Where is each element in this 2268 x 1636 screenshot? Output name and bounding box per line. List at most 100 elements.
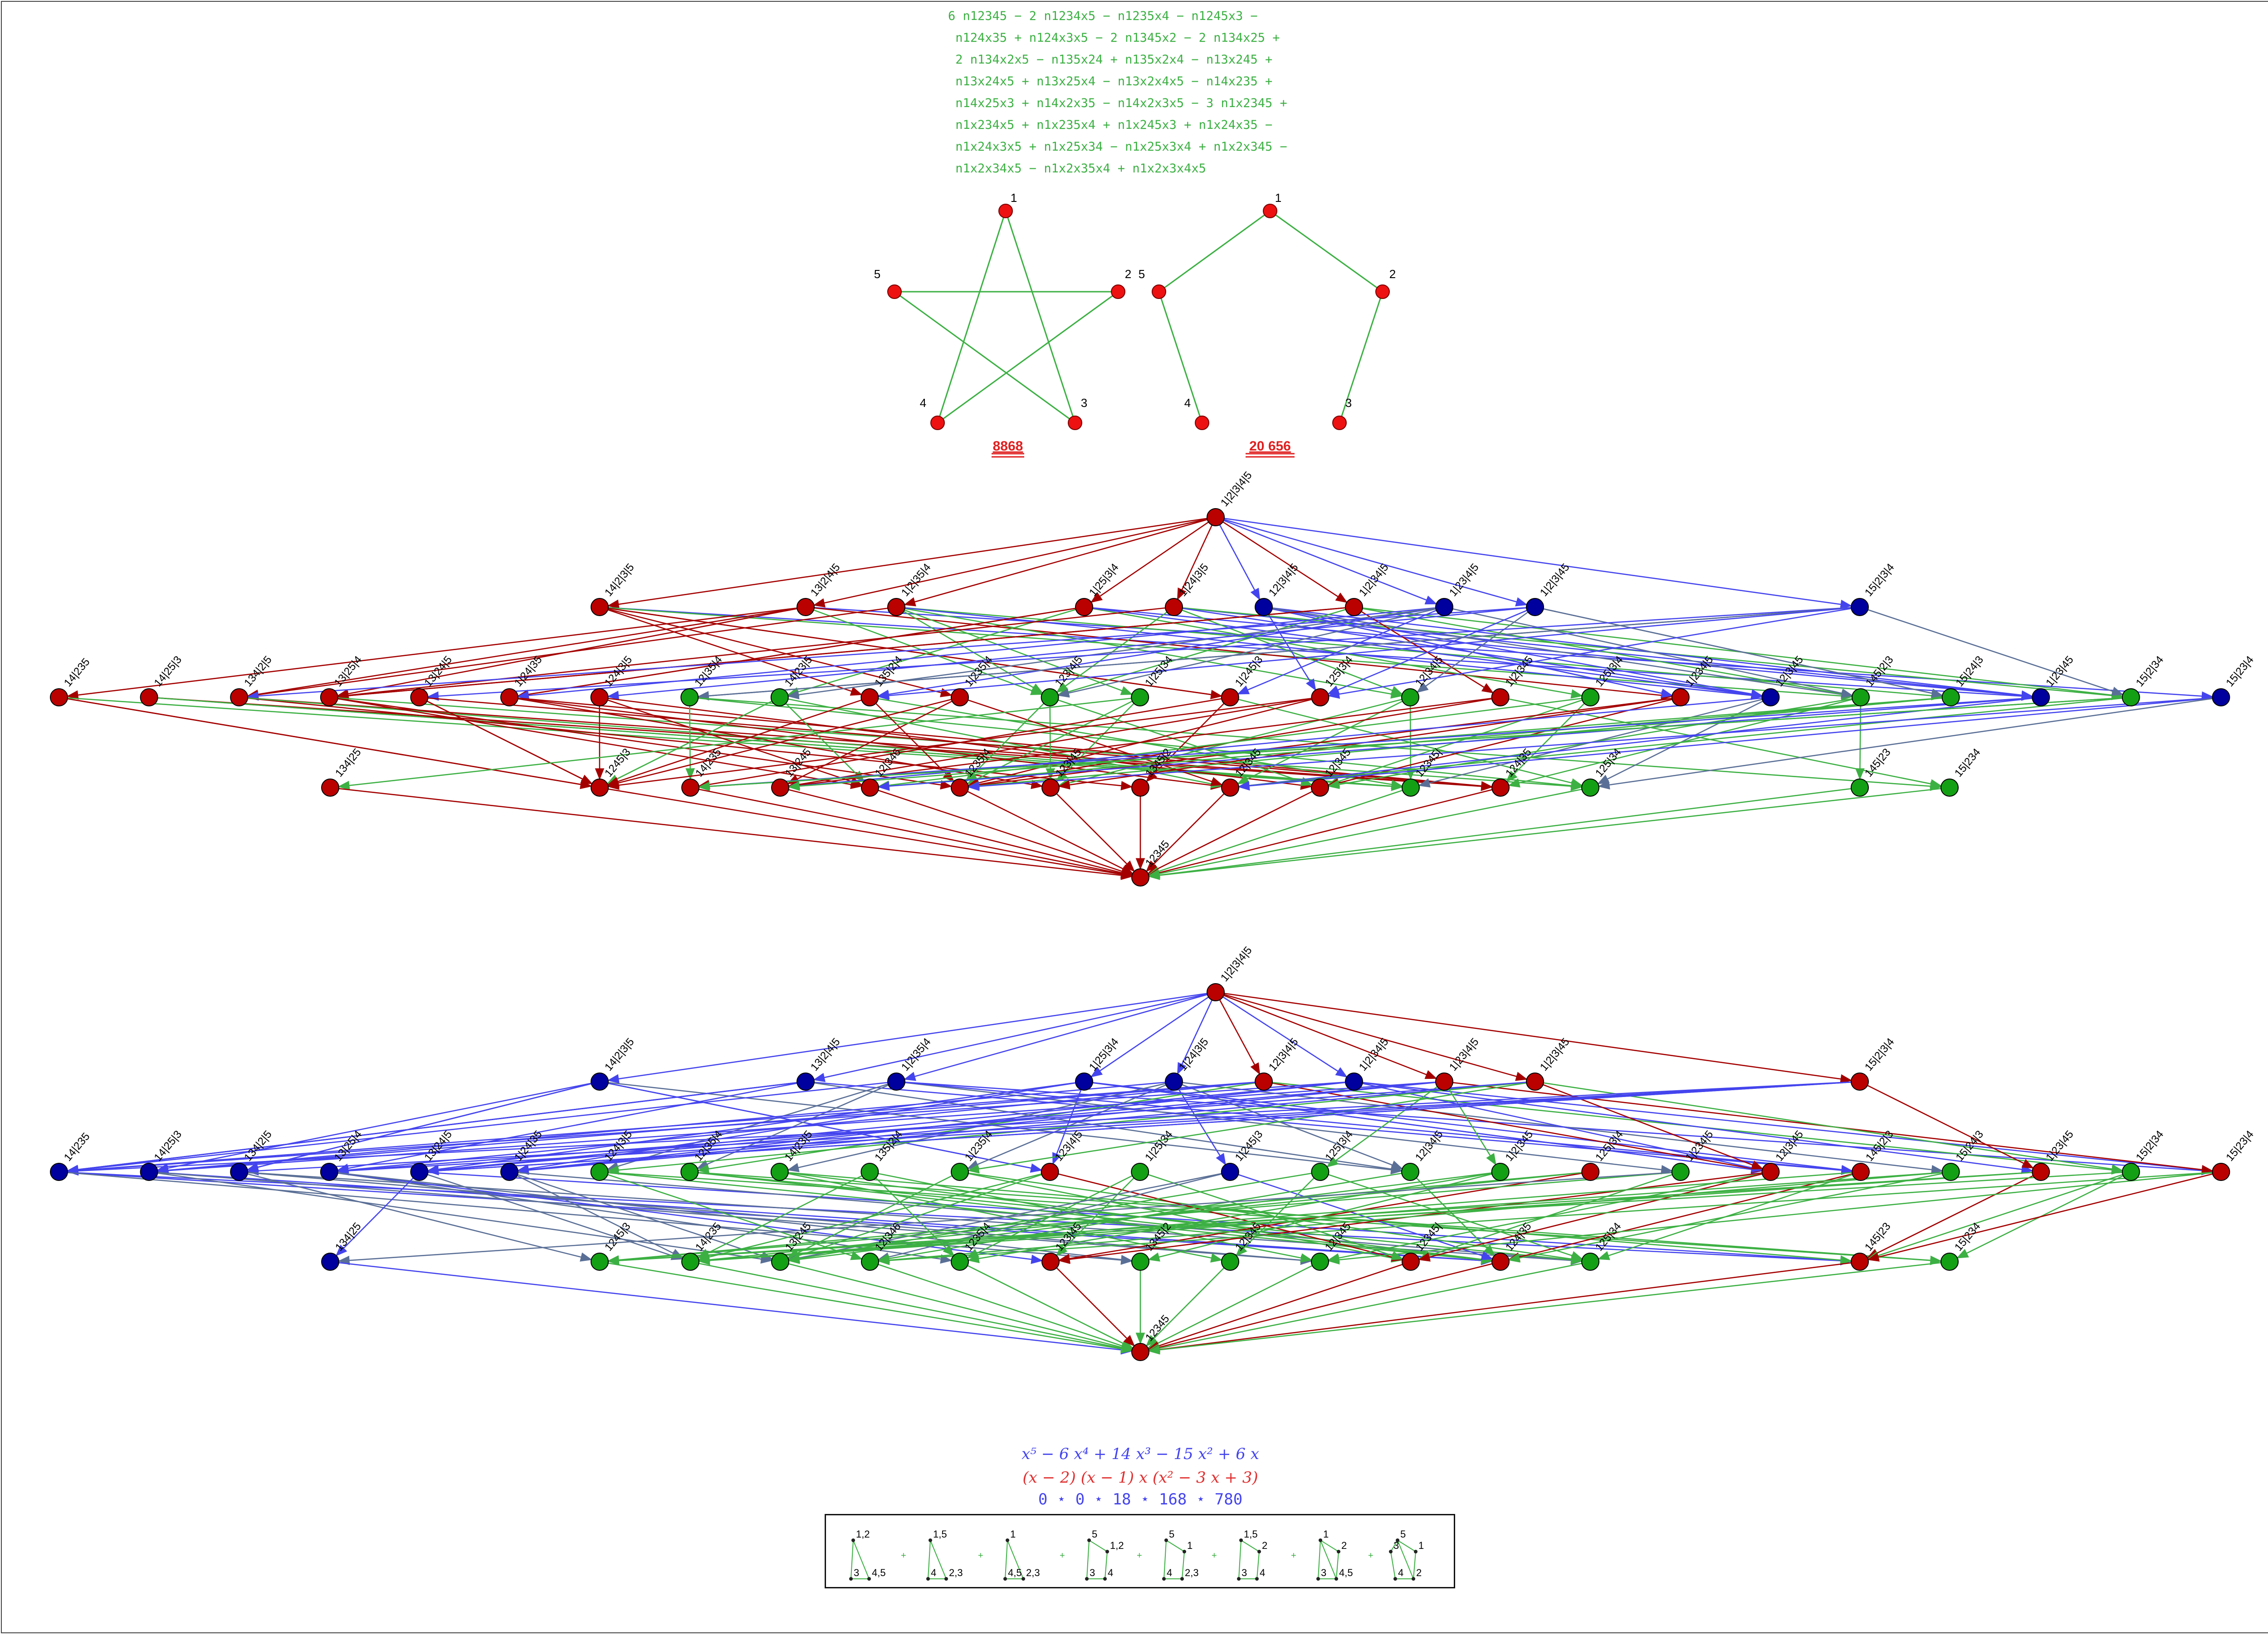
lattice-edge	[1215, 991, 1437, 1079]
partition-node	[591, 779, 609, 797]
legend-label: 1,2	[1110, 1540, 1124, 1551]
legend-edge	[1166, 1540, 1185, 1552]
lattice-edge	[599, 696, 1313, 790]
lattice-edge	[1057, 606, 1354, 696]
partition-label: 15|234	[1952, 1220, 1983, 1254]
partition-label: 13|2|4|5	[808, 1036, 843, 1073]
lattice-edge	[787, 696, 1771, 791]
partition-node	[1131, 1253, 1149, 1271]
partition-node	[887, 1073, 905, 1091]
legend-edge	[1390, 1540, 1398, 1552]
lattice-edge	[156, 1081, 600, 1173]
lattice-edge	[66, 1081, 1354, 1176]
lattice-edge	[149, 1171, 773, 1264]
partition-label: 134|25	[333, 1220, 364, 1254]
lattice-edge	[599, 1081, 1043, 1173]
graph-count: 20 656	[1249, 439, 1291, 454]
lattice-edge	[1215, 991, 1348, 1078]
partition-node	[1852, 1163, 1870, 1181]
legend-edge	[1336, 1551, 1339, 1579]
partition-node	[1131, 1343, 1149, 1361]
partition-node	[1131, 868, 1149, 887]
polynomial-line: n1x24x3x5 + n1x25x34 − n1x25x3x4 + n1x2x…	[948, 140, 1287, 154]
lattice-edge	[1084, 606, 1583, 699]
legend-vertex	[1237, 1577, 1241, 1581]
legend-vertex	[1393, 1577, 1397, 1581]
partition-node	[1221, 779, 1239, 797]
partition-node	[1207, 508, 1225, 526]
plus-sign: +	[1137, 1551, 1142, 1561]
partition-label: 1245|3	[602, 746, 633, 779]
lattice-edge	[1148, 1261, 1950, 1355]
lattice-edge	[337, 1081, 806, 1173]
lattice-edge	[246, 606, 1535, 701]
partition-label: 1|2|34|5	[1357, 561, 1391, 599]
graph-edge	[937, 211, 1007, 423]
lattice-edge	[599, 606, 953, 697]
lattice-edge	[509, 696, 1223, 790]
lattice-edge	[329, 696, 863, 789]
lattice-edge	[599, 1081, 1403, 1175]
partition-node	[1941, 1163, 1960, 1181]
lattice-edge	[427, 606, 1860, 701]
lattice-edge	[1215, 516, 1853, 609]
partition-node	[1041, 1163, 1059, 1181]
lattice-edge	[697, 1171, 870, 1259]
partition-node	[1311, 779, 1329, 797]
partition-node	[1345, 1073, 1363, 1091]
chromatic-polynomial: x⁵ − 6 x⁴ + 14 x³ − 15 x² + 6 x	[1022, 1445, 1259, 1463]
lattice-edge	[1145, 1261, 1231, 1347]
lattice-edge	[904, 991, 1216, 1081]
partition-node	[1402, 1253, 1420, 1271]
legend-label: 2,3	[949, 1567, 963, 1578]
partition-node	[1311, 688, 1330, 706]
lattice-edge	[1327, 696, 1681, 788]
lattice-edge	[1444, 606, 1853, 698]
partition-label: 15|2|3|4	[1862, 1036, 1897, 1073]
partition-label: 1|24|3|5	[1177, 1036, 1211, 1073]
partition-node	[680, 688, 699, 706]
lattice-edge	[337, 606, 1354, 700]
lattice-edge	[1046, 697, 1056, 780]
lattice-edge	[509, 1171, 773, 1260]
partition-node	[1671, 1163, 1690, 1181]
lattice-edge	[1327, 606, 1535, 695]
vertex-label: 3	[1081, 396, 1087, 410]
lattice-edge	[698, 696, 2041, 791]
legend-edge	[1256, 1551, 1260, 1579]
legend-vertex	[1103, 1577, 1107, 1581]
lattice-edge	[427, 1081, 1860, 1176]
legend-vertex	[1257, 1550, 1261, 1553]
partition-node	[1401, 688, 1419, 706]
partition-label: 12|3|4|5	[1266, 1036, 1301, 1073]
lattice-edge	[904, 516, 1216, 607]
lattice-edge	[337, 696, 1140, 790]
legend-edge	[1086, 1540, 1090, 1579]
partition-label: 1|2|3|45	[1538, 1036, 1572, 1073]
lattice-edge	[607, 1171, 1591, 1265]
partition-node	[771, 779, 789, 797]
legend-vertex	[851, 1538, 855, 1542]
lattice-edge	[1215, 516, 1437, 605]
lattice-edge	[1327, 606, 1860, 699]
lattice-edge	[877, 696, 2041, 791]
partition-node	[1402, 779, 1420, 797]
legend-label: 3	[1321, 1567, 1326, 1578]
partition-node	[50, 688, 68, 706]
partition-node	[2121, 1163, 2140, 1181]
partition-node	[1851, 779, 1869, 797]
legend-label: 1	[1187, 1540, 1193, 1551]
vertex-label: 4	[1184, 396, 1191, 410]
lattice-edge	[779, 1171, 1493, 1264]
partition-node	[797, 1073, 815, 1091]
lattice-edge	[1354, 1081, 2214, 1175]
partition-label: 1|2|34|5	[1357, 1036, 1391, 1073]
partition-node	[1041, 779, 1060, 797]
partition-label: 145|23	[1862, 1220, 1893, 1254]
legend-vertex	[1319, 1538, 1322, 1542]
legend-edge	[1007, 1540, 1024, 1579]
lattice-edge	[419, 1171, 684, 1260]
legend-vertex	[1389, 1550, 1393, 1553]
partition-label: 1|25|34	[1143, 1128, 1175, 1164]
